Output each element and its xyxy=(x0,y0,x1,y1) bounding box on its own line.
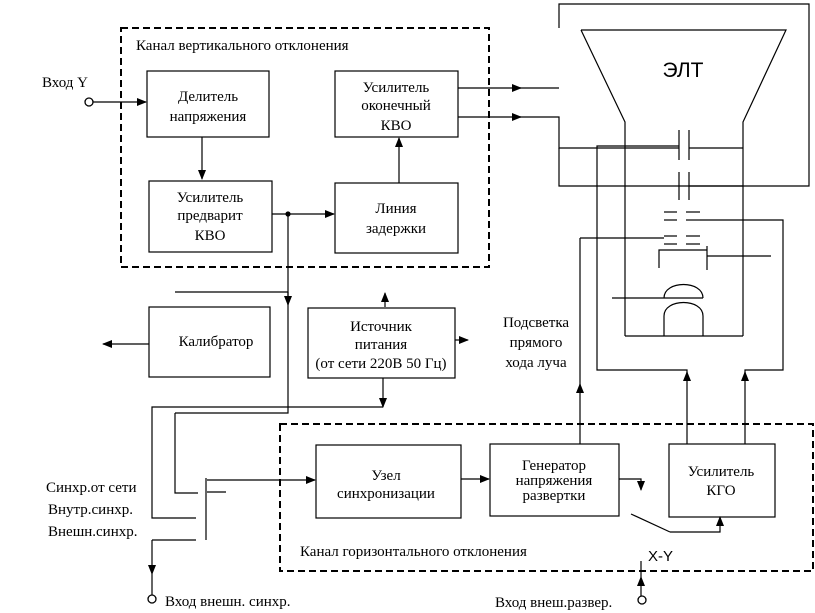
sync-option-internal: Внутр.синхр. xyxy=(48,502,133,518)
sweep-generator-line-2: напряжения xyxy=(516,473,593,489)
sweep-generator-line-3: развертки xyxy=(523,488,586,504)
delay-line-line-2: задержки xyxy=(366,221,426,237)
ext-sweep-input-label: Вход внеш.развер. xyxy=(495,595,612,611)
output-amp-block: Усилитель оконечный КВО xyxy=(334,70,459,138)
sweep-generator-line-1: Генератор xyxy=(522,458,586,474)
sync-option-mains: Синхр.от сети xyxy=(46,480,137,496)
sync-option-external: Внешн.синхр. xyxy=(48,524,137,540)
sync-unit-block: Узел синхронизации xyxy=(315,444,462,519)
beam-highlight-line-3: хода луча xyxy=(505,355,567,371)
preamp-line-1: Усилитель xyxy=(177,190,244,206)
power-supply-line-3: (от сети 220В 50 Гц) xyxy=(315,356,446,372)
sweep-generator-block: Генератор напряжения развертки xyxy=(489,443,620,517)
sync-unit-line-1: Узел xyxy=(371,468,401,484)
output-amp-line-2: оконечный xyxy=(361,98,431,114)
delay-line-line-1: Линия xyxy=(375,201,416,217)
horizontal-channel-region xyxy=(279,423,814,572)
crt-label: ЭЛТ xyxy=(662,59,703,82)
divider-line-2: напряжения xyxy=(170,109,247,125)
sync-unit-line-2: синхронизации xyxy=(337,486,435,502)
vertical-channel-label: Канал вертикального отклонения xyxy=(136,38,349,54)
ext-sync-terminal xyxy=(147,594,157,604)
input-y-label: Вход Y xyxy=(42,75,88,91)
preamp-block: Усилитель предварит КВО xyxy=(148,180,273,253)
ext-sweep-terminal xyxy=(637,595,647,605)
xy-switch-label: X-Y xyxy=(648,548,673,565)
power-supply-line-1: Источник xyxy=(350,319,413,335)
delay-line-block: Линия задержки xyxy=(334,182,459,254)
preamp-line-2: предварит xyxy=(177,208,243,224)
divider-block: Делитель напряжения xyxy=(146,70,270,138)
calibrator-label: Калибратор xyxy=(179,334,254,350)
input-y-terminal xyxy=(84,97,94,107)
ext-sync-input-label: Вход внешн. синхр. xyxy=(165,594,291,610)
divider-line-1: Делитель xyxy=(178,89,238,105)
power-supply-block: Источник питания (от сети 220В 50 Гц) xyxy=(307,307,456,379)
h-amp-line-2: КГО xyxy=(706,483,735,499)
power-supply-line-2: питания xyxy=(355,337,408,353)
output-amp-line-3: КВО xyxy=(381,118,412,134)
horizontal-channel-label: Канал горизонтального отклонения xyxy=(300,544,527,560)
beam-highlight-line-2: прямого xyxy=(510,335,563,351)
vertical-channel-region xyxy=(120,27,490,268)
beam-highlight-line-1: Подсветка xyxy=(503,315,569,331)
crt: ЭЛТ xyxy=(558,3,810,337)
preamp-line-3: КВО xyxy=(195,228,226,244)
h-amp-block: Усилитель КГО xyxy=(668,443,776,518)
calibrator-block: Калибратор xyxy=(148,306,271,378)
output-amp-line-1: Усилитель xyxy=(363,80,430,96)
h-amp-line-1: Усилитель xyxy=(688,464,755,480)
